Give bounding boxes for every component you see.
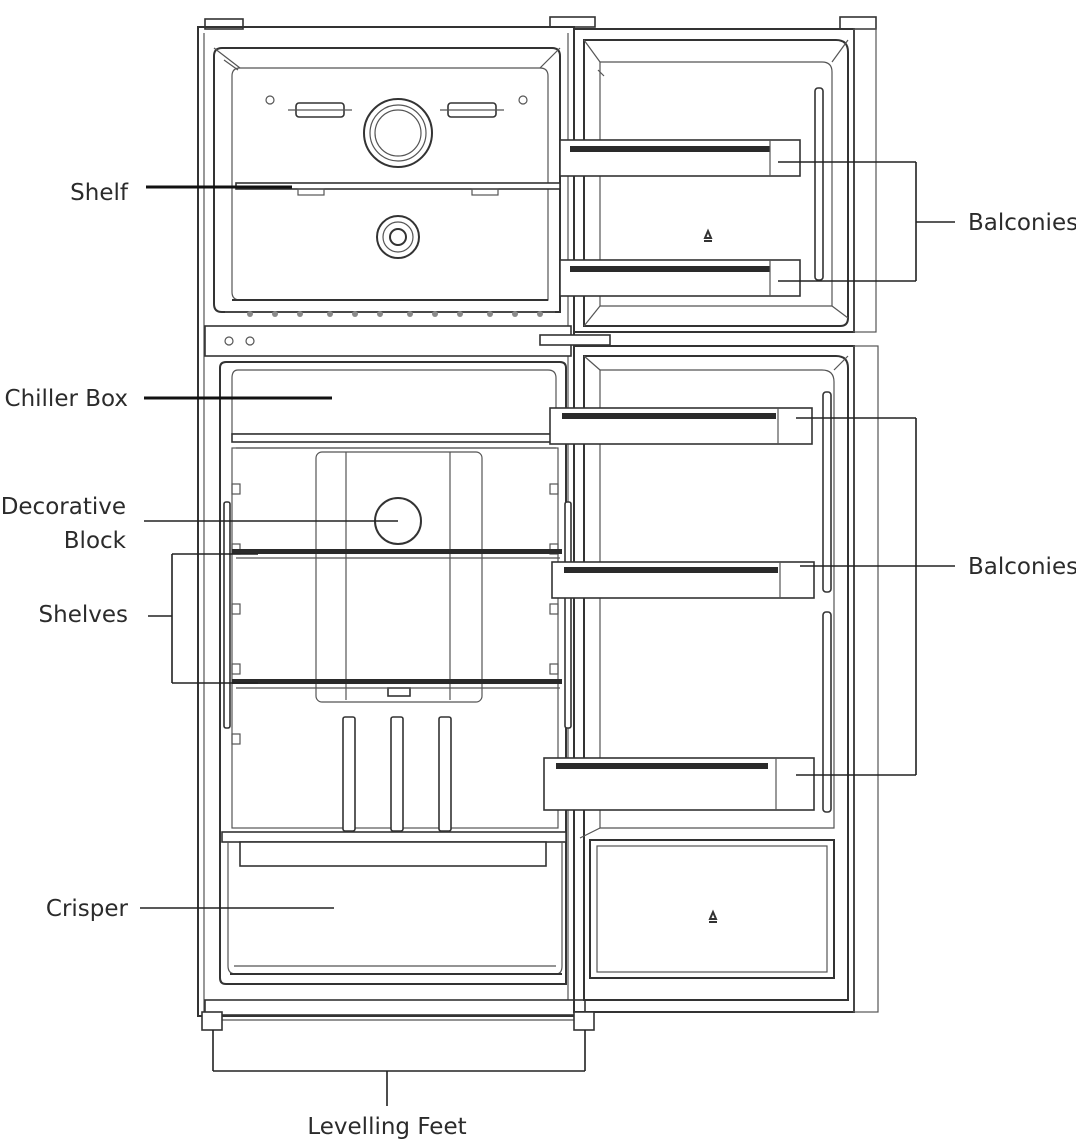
levelling-feet <box>201 1011 595 1031</box>
label-shelves: Shelves <box>39 602 128 628</box>
fridge-door <box>543 345 879 1013</box>
freezer-compartment <box>213 47 561 317</box>
labels: Shelf Balconies Chiller Box Decorative B… <box>1 180 1076 1140</box>
label-balconies-bottom: Balconies <box>968 554 1076 580</box>
freezer-door <box>559 28 877 333</box>
label-decorative: Decorative <box>1 494 126 520</box>
leader-lines <box>140 161 955 1106</box>
fridge-compartment <box>219 361 572 985</box>
fridge-cabinet <box>197 16 877 1021</box>
label-levelling-feet: Levelling Feet <box>307 1114 466 1140</box>
label-chiller-box: Chiller Box <box>5 386 128 412</box>
label-shelf: Shelf <box>70 180 129 206</box>
label-crisper: Crisper <box>46 896 129 922</box>
label-block: Block <box>64 528 127 554</box>
label-balconies-top: Balconies <box>968 210 1076 236</box>
freezer-bottom-ridges <box>247 311 543 317</box>
